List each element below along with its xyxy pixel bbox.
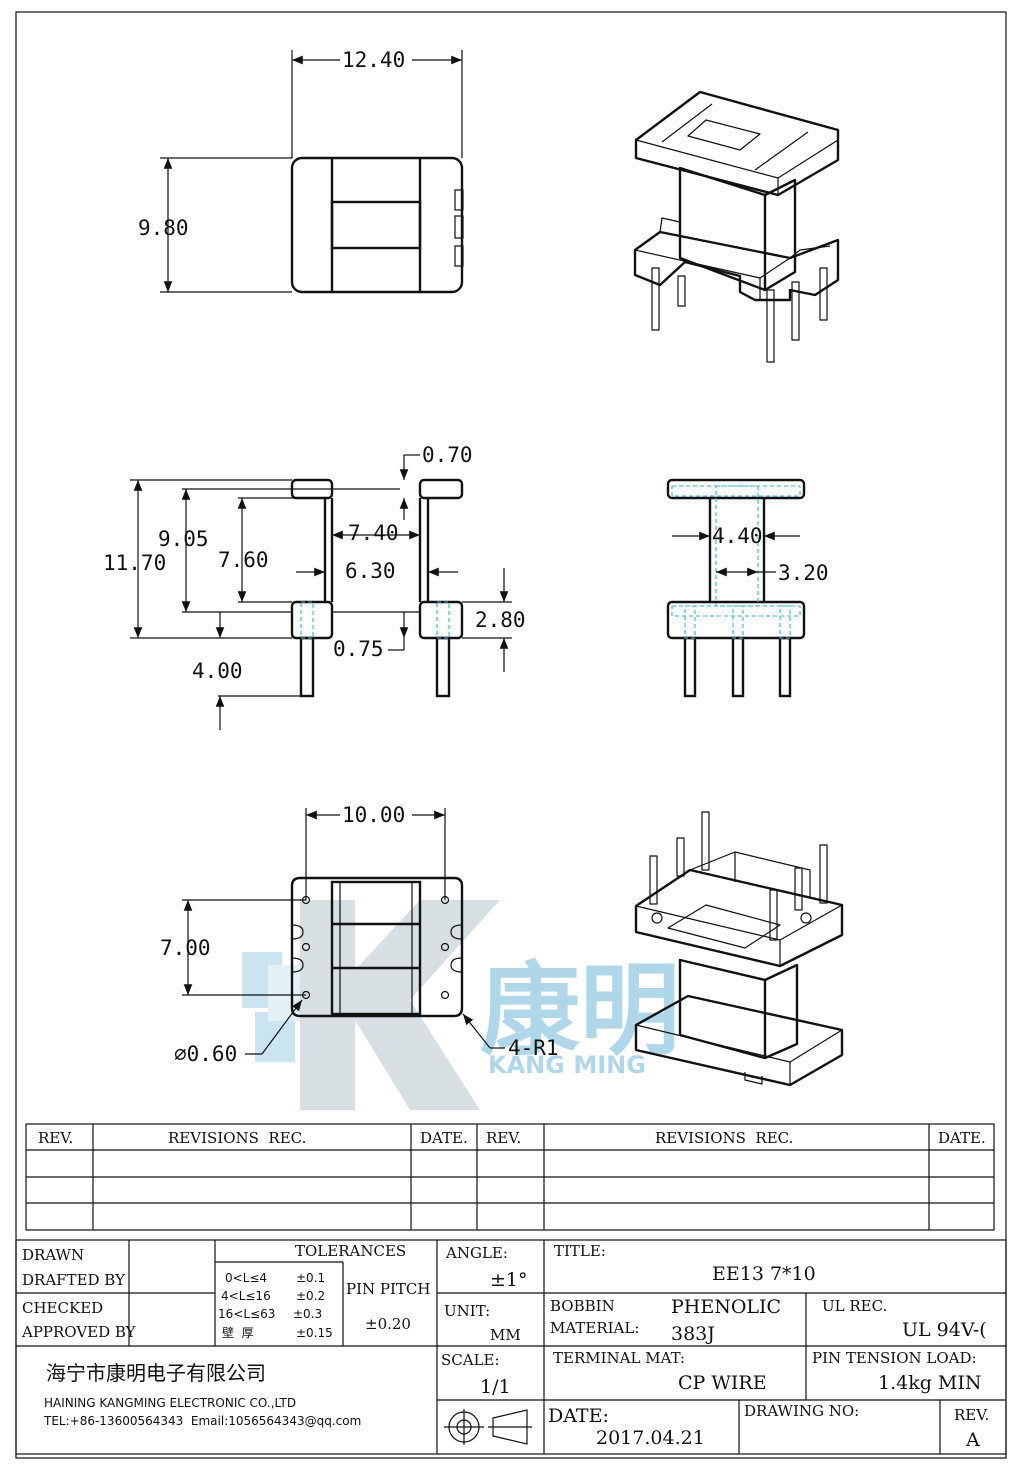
dim-core-width: 4.40: [712, 524, 763, 548]
value-ul-rec: UL 94V-(: [902, 1319, 987, 1341]
dim-pin-length: 4.00: [192, 659, 243, 683]
title-block: DRAWN DRAFTED BY CHECKED APPROVED BY TOL…: [15, 1239, 1007, 1455]
tol-value-4: ±0.15: [296, 1326, 333, 1340]
dim-pin-diameter: ⌀0.60: [174, 1042, 237, 1066]
revisions-table: REV. REVISIONS REC. DATE. REV. REVISIONS…: [25, 1123, 995, 1231]
company-name-en: HAINING KANGMING ELECTRONIC CO.,LTD: [44, 1396, 296, 1410]
rev-header-date-1: DATE.: [420, 1129, 468, 1147]
dim-overall-height: 11.70: [103, 551, 166, 575]
label-checked: CHECKED: [22, 1299, 103, 1317]
value-title: EE13 7*10: [712, 1263, 816, 1285]
label-approved-by: APPROVED BY: [21, 1323, 137, 1341]
rev-header-date-2: DATE.: [938, 1129, 986, 1147]
label-drawn: DRAWN: [22, 1246, 84, 1264]
label-drawing-no: DRAWING NO:: [744, 1402, 859, 1420]
projection-symbol-icon: [444, 1409, 532, 1445]
label-date: DATE:: [548, 1405, 609, 1427]
top-view: 12.40 9.80: [138, 48, 464, 294]
label-drafted-by: DRAFTED BY: [22, 1271, 126, 1289]
tol-range-2: 4<L≤16: [221, 1289, 271, 1303]
side-view: 4.40 3.20: [666, 478, 829, 698]
dim-corner-radius: 4-R1: [508, 1036, 559, 1060]
value-pin-pitch: ±0.20: [365, 1315, 411, 1333]
label-bobbin-1: BOBBIN: [550, 1297, 615, 1315]
dim-flange-thickness: 0.70: [422, 443, 473, 467]
company-name-cn: 海宁市康明电子有限公司: [46, 1361, 266, 1385]
dim-core-inner: 3.20: [778, 561, 829, 585]
watermark-brand-en: KANG MING: [488, 1051, 646, 1079]
value-unit: MM: [490, 1326, 521, 1344]
dim-inner-width: 6.30: [345, 559, 396, 583]
dim-pin-spacing-y: 7.00: [160, 936, 211, 960]
rev-header-rev-2: REV.: [486, 1129, 521, 1147]
rev-header-rev-1: REV.: [38, 1129, 73, 1147]
label-terminal-mat: TERMINAL MAT:: [553, 1349, 685, 1367]
dim-top-height: 9.80: [138, 216, 189, 240]
label-pin-tension: PIN TENSION LOAD:: [812, 1349, 977, 1367]
label-tolerances: TOLERANCES: [295, 1242, 406, 1260]
value-angle: ±1°: [490, 1269, 528, 1291]
rev-header-rec-1: REVISIONS REC.: [168, 1129, 306, 1147]
tol-range-4: 壁 厚: [222, 1325, 254, 1340]
front-view: 11.70 9.05 7.60 0.70 7.40 6.30 2.80 0.75…: [103, 443, 526, 730]
value-bobbin-2: 383J: [671, 1323, 715, 1345]
tol-value-1: ±0.1: [296, 1271, 325, 1285]
value-date: 2017.04.21: [596, 1427, 705, 1449]
dim-winding-height: 9.05: [158, 527, 209, 551]
value-scale: 1/1: [480, 1376, 511, 1398]
dim-pin-spacing-x: 10.00: [342, 803, 405, 827]
label-bobbin-2: MATERIAL:: [550, 1319, 639, 1337]
value-rev: A: [965, 1429, 980, 1451]
dim-inner-height: 7.60: [218, 548, 269, 572]
dim-top-width: 12.40: [342, 48, 405, 72]
dim-window-width: 7.40: [348, 521, 399, 545]
label-rev: REV.: [954, 1406, 989, 1424]
value-bobbin-1: PHENOLIC: [671, 1296, 781, 1318]
rev-header-rec-2: REVISIONS REC.: [655, 1129, 793, 1147]
label-title: TITLE:: [554, 1242, 606, 1260]
company-contact: TEL:+86-13600564343 Email:1056564343@qq.…: [43, 1414, 361, 1428]
tol-range-1: 0<L≤4: [225, 1271, 267, 1285]
label-pin-pitch: PIN PITCH: [346, 1280, 431, 1298]
dim-base-height: 2.80: [475, 608, 526, 632]
bottom-view: 10.00 7.00 ⌀0.60 4-R1: [160, 803, 559, 1066]
dim-pin-offset: 0.75: [333, 637, 384, 661]
watermark-brand-cn: 康明: [480, 952, 680, 1069]
isometric-view-bottom: [634, 811, 844, 1087]
label-scale: SCALE:: [441, 1351, 500, 1369]
value-terminal-mat: CP WIRE: [678, 1372, 767, 1394]
tol-value-3: ±0.3: [293, 1307, 322, 1321]
label-ul-rec: UL REC.: [822, 1297, 887, 1315]
tol-range-3: 16<L≤63: [218, 1307, 275, 1321]
value-pin-tension: 1.4kg MIN: [878, 1372, 982, 1394]
label-unit: UNIT:: [444, 1302, 490, 1320]
isometric-view-top: [633, 90, 840, 363]
label-angle: ANGLE:: [445, 1244, 508, 1262]
sheet-border: [15, 11, 1007, 1459]
tol-value-2: ±0.2: [296, 1289, 325, 1303]
